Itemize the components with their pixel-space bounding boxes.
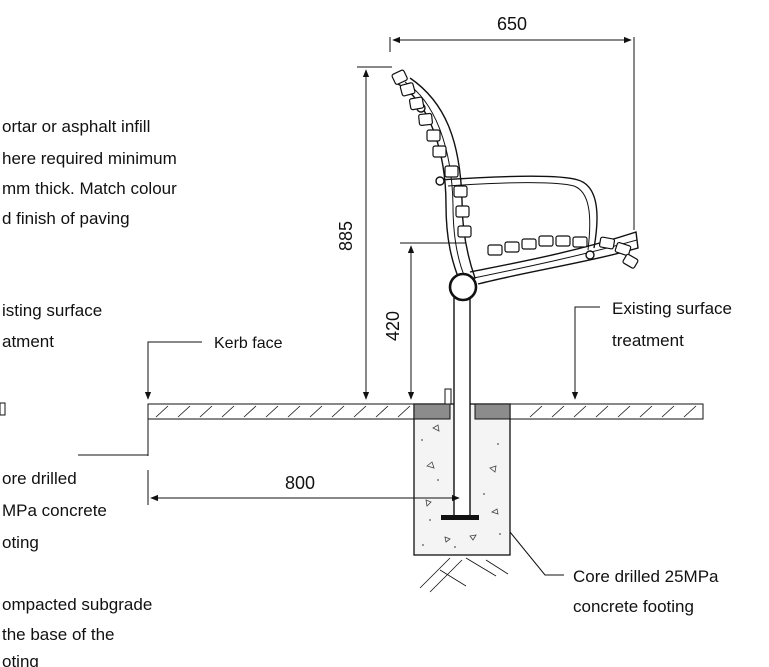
existing-surface-leader: [571, 306, 600, 400]
svg-text:treatment: treatment: [612, 331, 684, 350]
existing-surface-label-right: Existing surface treatment: [612, 299, 732, 350]
svg-text:ompacted subgrade: ompacted subgrade: [2, 595, 152, 614]
svg-text:mm thick. Match colour: mm thick. Match colour: [2, 179, 177, 198]
svg-text:ore drilled: ore drilled: [2, 469, 77, 488]
svg-text:ortar or asphalt infill: ortar or asphalt infill: [2, 117, 150, 136]
svg-text:d finish of paving: d finish of paving: [2, 209, 130, 228]
dimension-885-label: 885: [336, 221, 356, 251]
svg-text:the base of the: the base of the: [2, 625, 114, 644]
dimension-800-label: 800: [285, 473, 315, 493]
dimension-420-label: 420: [383, 311, 403, 341]
base-plate: [441, 515, 479, 520]
svg-text:here required minimum: here required minimum: [2, 149, 177, 168]
surface-stub-left: [0, 402, 6, 416]
pivot-hub: [448, 272, 478, 302]
note-subgrade-left: ompacted subgrade the base of the oting: [2, 595, 152, 667]
mortar-infill-right: [474, 403, 511, 420]
svg-text:isting surface: isting surface: [2, 301, 102, 320]
footing-label-right: Core drilled 25MPa concrete footing: [573, 567, 719, 616]
seat-frame: [397, 77, 639, 302]
svg-text:Core drilled 25MPa: Core drilled 25MPa: [573, 567, 719, 586]
dimension-800: [147, 470, 460, 505]
note-footing-left: ore drilled MPa concrete oting: [2, 469, 107, 552]
svg-text:atment: atment: [2, 332, 54, 351]
dimension-650: [389, 36, 635, 230]
note-mortar-infill: ortar or asphalt infill here required mi…: [2, 117, 177, 228]
footing-leader-right: [509, 531, 564, 576]
post-collar: [444, 388, 452, 405]
seat-slats: [391, 69, 639, 269]
dimension-885: [357, 66, 392, 400]
dimension-650-label: 650: [497, 14, 527, 34]
kerb-face-leader: [144, 341, 202, 400]
svg-text:MPa concrete: MPa concrete: [2, 501, 107, 520]
svg-text:oting: oting: [2, 533, 39, 552]
svg-text:concrete footing: concrete footing: [573, 597, 694, 616]
mortar-infill-left: [413, 403, 451, 420]
compacted-subgrade-hatch: [419, 557, 509, 593]
kerb-face-label: Kerb face: [214, 335, 283, 352]
svg-text:oting: oting: [2, 652, 39, 667]
dimension-420: [400, 242, 466, 400]
svg-text:Existing surface: Existing surface: [612, 299, 732, 318]
note-existing-surface-left: isting surface atment: [2, 301, 102, 351]
